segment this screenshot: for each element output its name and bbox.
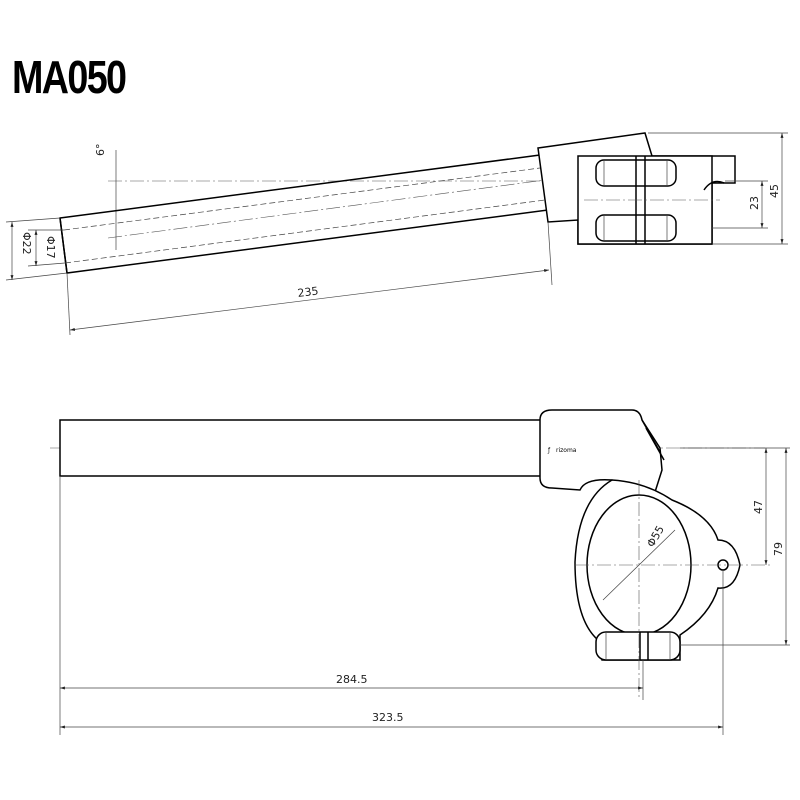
clamp-offset-label: 23 bbox=[748, 196, 761, 210]
reach-label: 284.5 bbox=[336, 673, 368, 686]
total-length-label: 323.5 bbox=[372, 711, 404, 724]
top-view: 6° Φ22 Φ17 45 2 bbox=[5, 132, 788, 336]
angle-label: 6° bbox=[94, 144, 107, 157]
clamp-bolt-side bbox=[595, 631, 681, 661]
total-height-label: 79 bbox=[772, 542, 785, 556]
side-view: ƒ rizoma Φ55 47 79 284.5 323.5 bbox=[50, 409, 790, 735]
tube-centerline bbox=[107, 177, 561, 239]
handlebar-tube-top bbox=[59, 154, 549, 274]
inner-diameter-label: Φ17 bbox=[44, 236, 57, 259]
tube-length-label: 235 bbox=[297, 285, 319, 300]
clamp-height-label: 45 bbox=[768, 184, 781, 198]
part-number-title: MA050 bbox=[12, 51, 127, 103]
brand-logo-text: rizoma bbox=[556, 447, 577, 454]
handlebar-tube-side bbox=[59, 419, 547, 477]
tube-end bbox=[59, 217, 68, 274]
axis-to-center-label: 47 bbox=[752, 500, 765, 514]
clamp-notch bbox=[703, 180, 725, 191]
brand-logo-icon: ƒ bbox=[547, 447, 551, 454]
outer-diameter-label: Φ22 bbox=[20, 232, 33, 255]
